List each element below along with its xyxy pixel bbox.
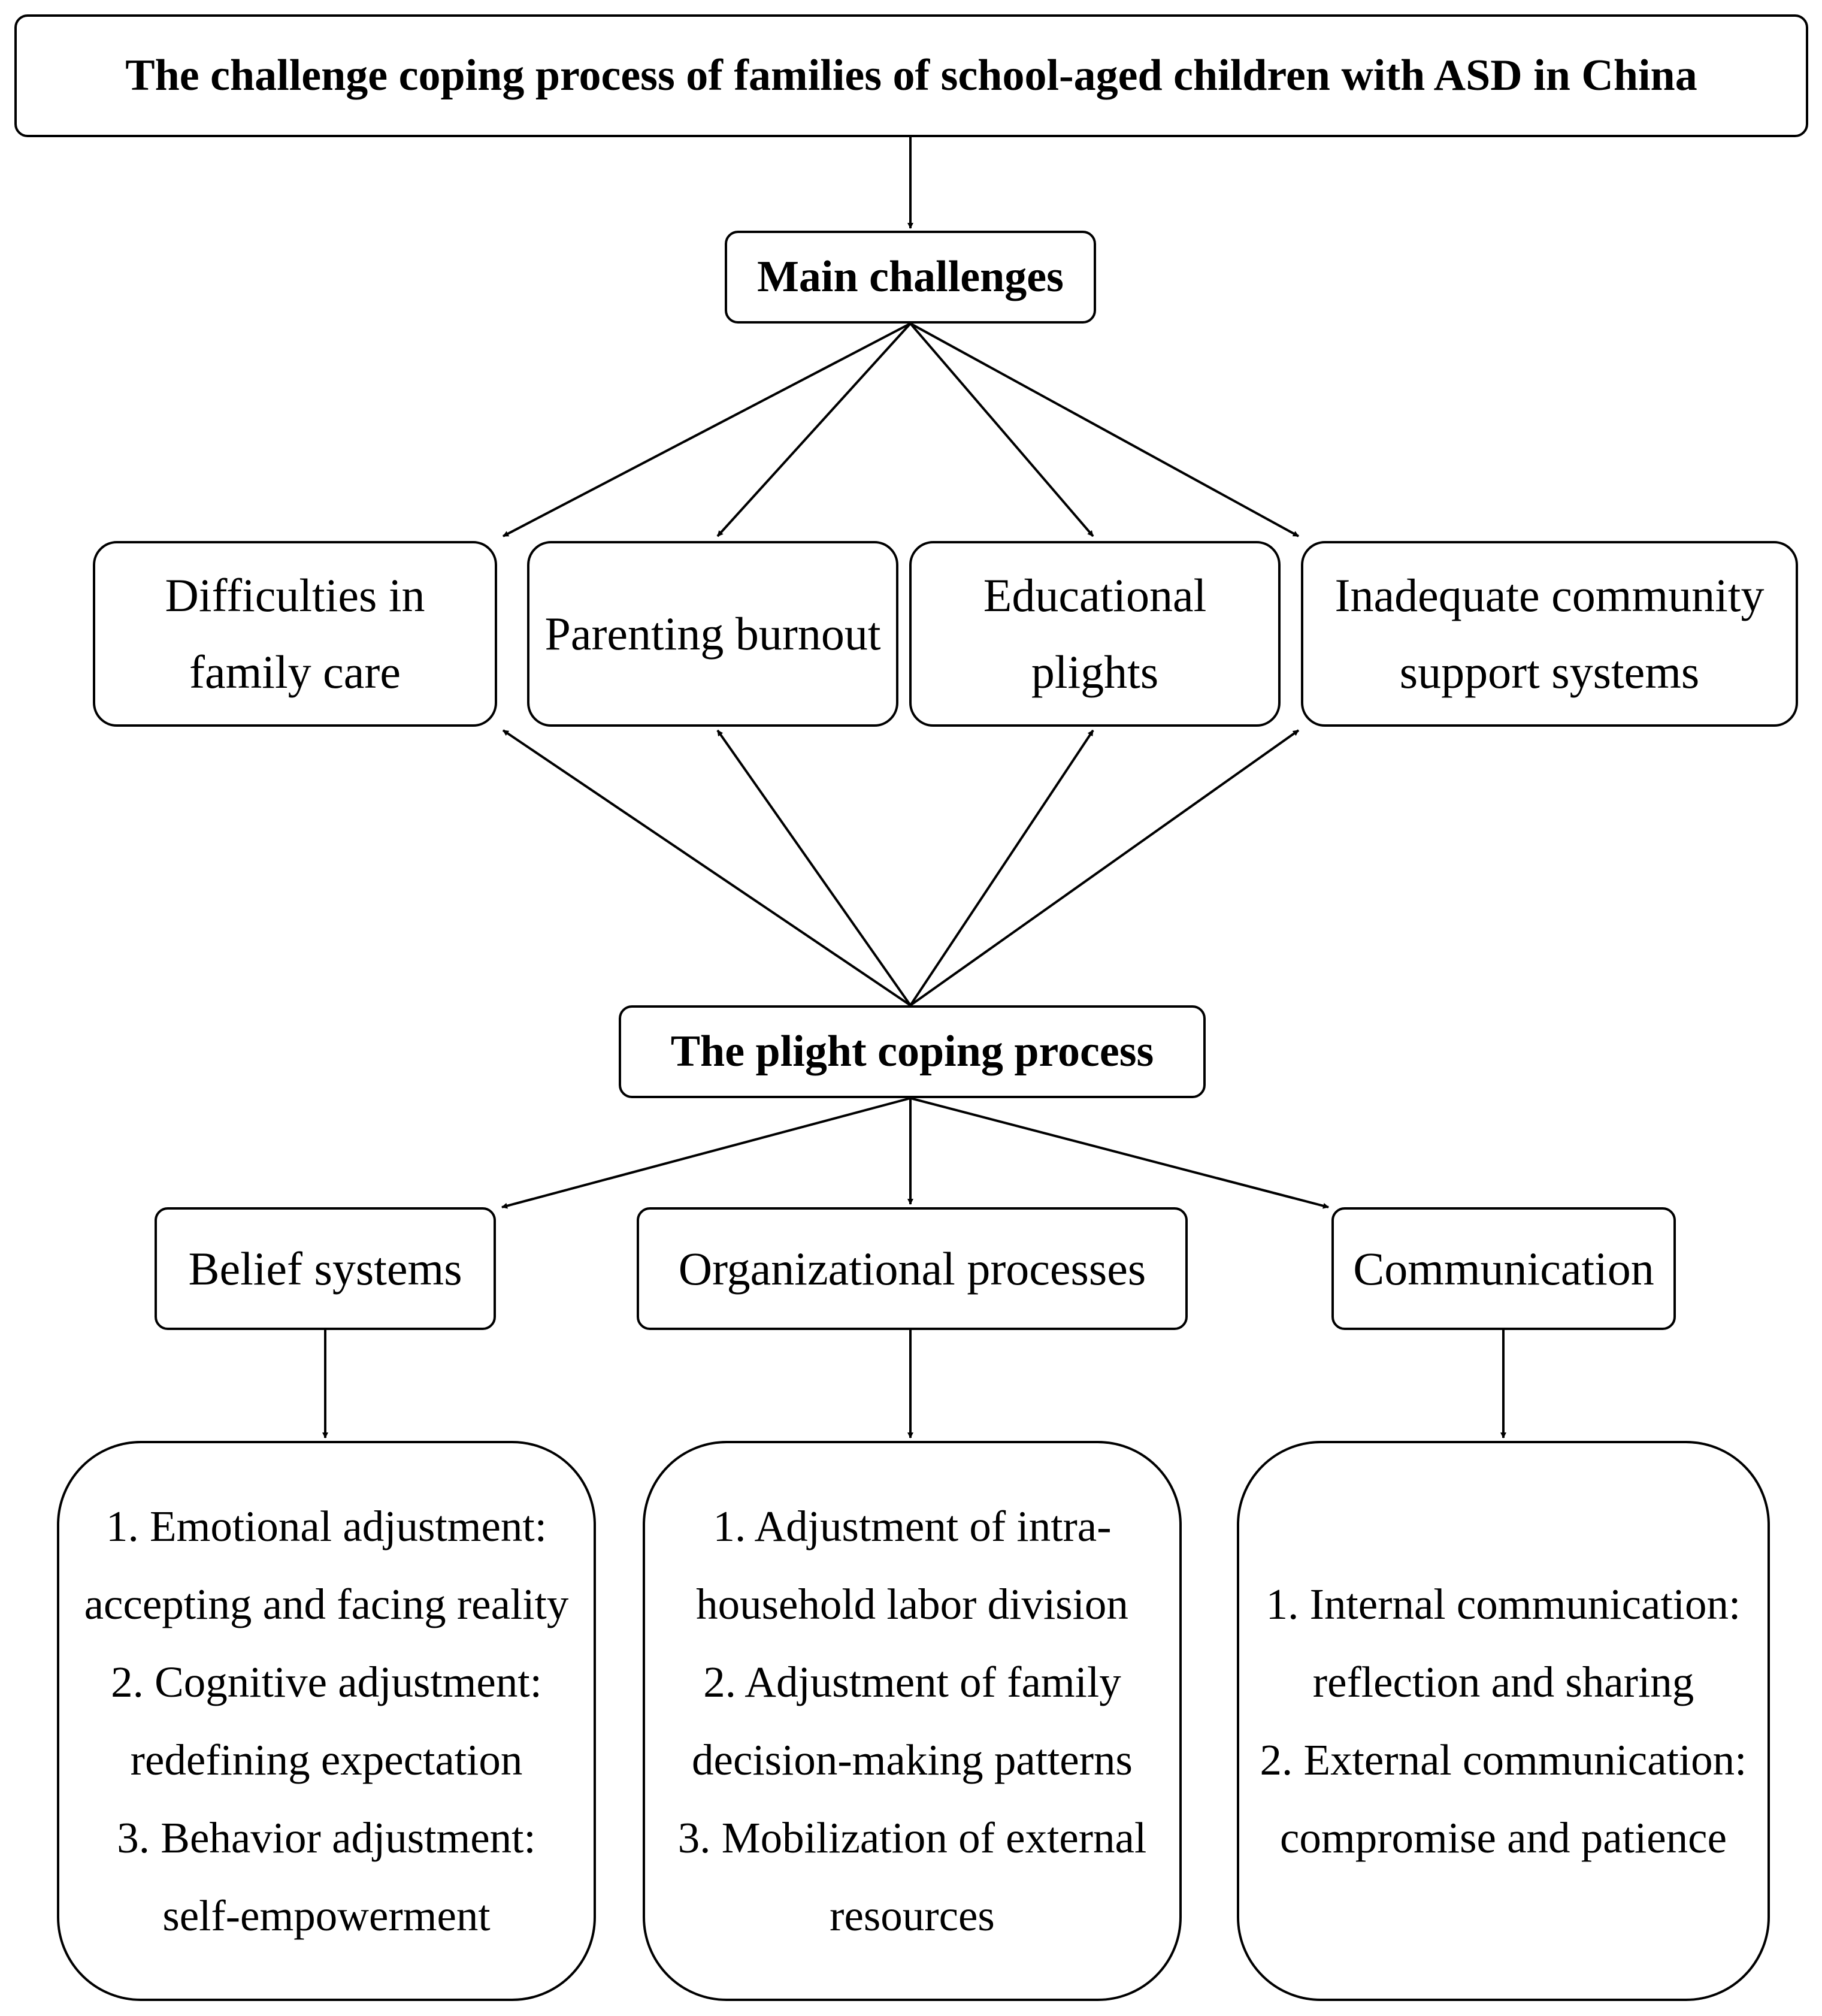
detail-line: decision-making patterns <box>692 1735 1133 1784</box>
detail-line: household labor division <box>696 1579 1128 1628</box>
arrow-main-to-challenge-3 <box>909 322 1094 537</box>
detail-line: 1. Adjustment of intra- <box>713 1501 1112 1550</box>
detail-line: compromise and patience <box>1280 1813 1727 1862</box>
arrow-plight-to-belief <box>501 1097 911 1209</box>
detail-line: 1. Emotional adjustment: <box>106 1501 547 1550</box>
detail-line: self-empowerment <box>162 1891 491 1940</box>
challenge-text: Difficulties in <box>165 569 425 621</box>
arrow-main-to-challenge-4 <box>910 322 1299 537</box>
plight-coping-label: The plight coping process <box>670 1027 1154 1076</box>
diagram-title-box: The challenge coping process of families… <box>14 14 1808 137</box>
detail-line: 2. External communication: <box>1260 1735 1747 1784</box>
detail-line: redefining expectation <box>130 1735 523 1784</box>
arrow-plight-to-communication <box>910 1097 1329 1209</box>
detail-line: resources <box>830 1891 995 1940</box>
arrow-plight-to-challenge-4 <box>909 729 1300 1007</box>
arrow-plight-to-challenge-3 <box>909 729 1094 1007</box>
detail-line: 2. Adjustment of family <box>703 1657 1121 1706</box>
challenge-box-community-support: Inadequate community support systems <box>1301 541 1798 727</box>
dimension-box-belief-systems: Belief systems <box>155 1207 496 1330</box>
challenge-text: plights <box>1031 646 1159 698</box>
dimension-box-communication: Communication <box>1331 1207 1676 1330</box>
arrow-main-to-challenge-1 <box>503 322 911 537</box>
details-box-belief-systems: 1. Emotional adjustment: accepting and f… <box>57 1441 596 2001</box>
challenge-text: support systems <box>1399 646 1700 698</box>
challenge-text: family care <box>189 646 401 698</box>
detail-line: 3. Mobilization of external <box>677 1813 1147 1862</box>
arrow-plight-to-challenge-2 <box>716 729 912 1007</box>
details-box-organizational-processes: 1. Adjustment of intra- household labor … <box>643 1441 1182 2001</box>
detail-line: 3. Behavior adjustment: <box>117 1813 536 1862</box>
main-challenges-label: Main challenges <box>757 252 1064 301</box>
dimension-box-organizational-processes: Organizational processes <box>637 1207 1188 1330</box>
detail-line: accepting and facing reality <box>84 1579 569 1628</box>
detail-line: reflection and sharing <box>1312 1657 1694 1706</box>
challenge-box-parenting-burnout: Parenting burnout <box>527 541 898 727</box>
arrow-main-to-challenge-2 <box>716 322 912 537</box>
main-challenges-box: Main challenges <box>725 231 1096 324</box>
diagram-title: The challenge coping process of families… <box>125 51 1697 100</box>
plight-coping-box: The plight coping process <box>619 1005 1206 1098</box>
dimension-label: Organizational processes <box>678 1242 1146 1295</box>
dimension-label: Belief systems <box>188 1242 462 1295</box>
challenge-text: Parenting burnout <box>544 607 881 660</box>
detail-line: 1. Internal communication: <box>1266 1579 1741 1628</box>
arrow-plight-to-challenge-1 <box>502 729 912 1007</box>
challenge-text: Inadequate community <box>1334 569 1765 621</box>
dimension-label: Communication <box>1353 1242 1654 1295</box>
details-box-communication: 1. Internal communication: reflection an… <box>1237 1441 1770 2001</box>
challenge-box-family-care: Difficulties in family care <box>93 541 497 727</box>
detail-line: 2. Cognitive adjustment: <box>111 1657 542 1706</box>
challenge-box-educational-plights: Educational plights <box>909 541 1281 727</box>
challenge-text: Educational <box>983 569 1207 621</box>
